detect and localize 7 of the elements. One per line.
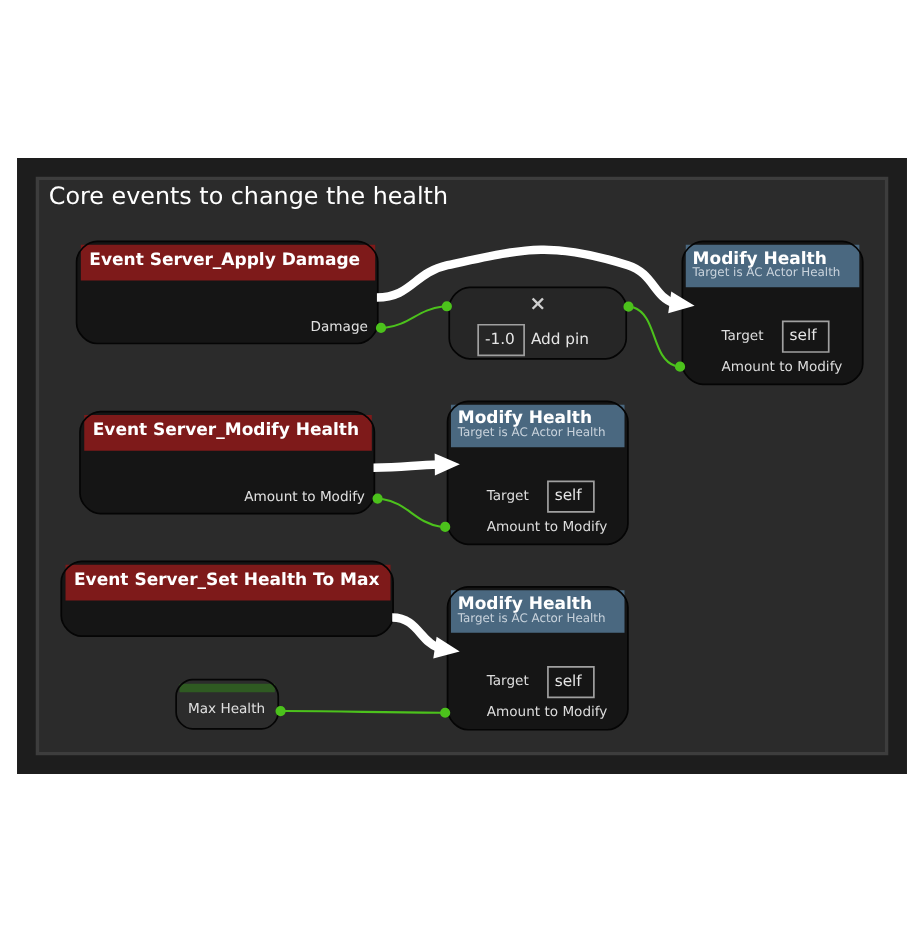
arrow [376, 244, 695, 313]
connector [623, 300, 686, 371]
connector [375, 300, 452, 333]
arrow [373, 452, 460, 475]
connector [275, 704, 451, 717]
arrow [391, 612, 460, 658]
connector [372, 492, 451, 532]
